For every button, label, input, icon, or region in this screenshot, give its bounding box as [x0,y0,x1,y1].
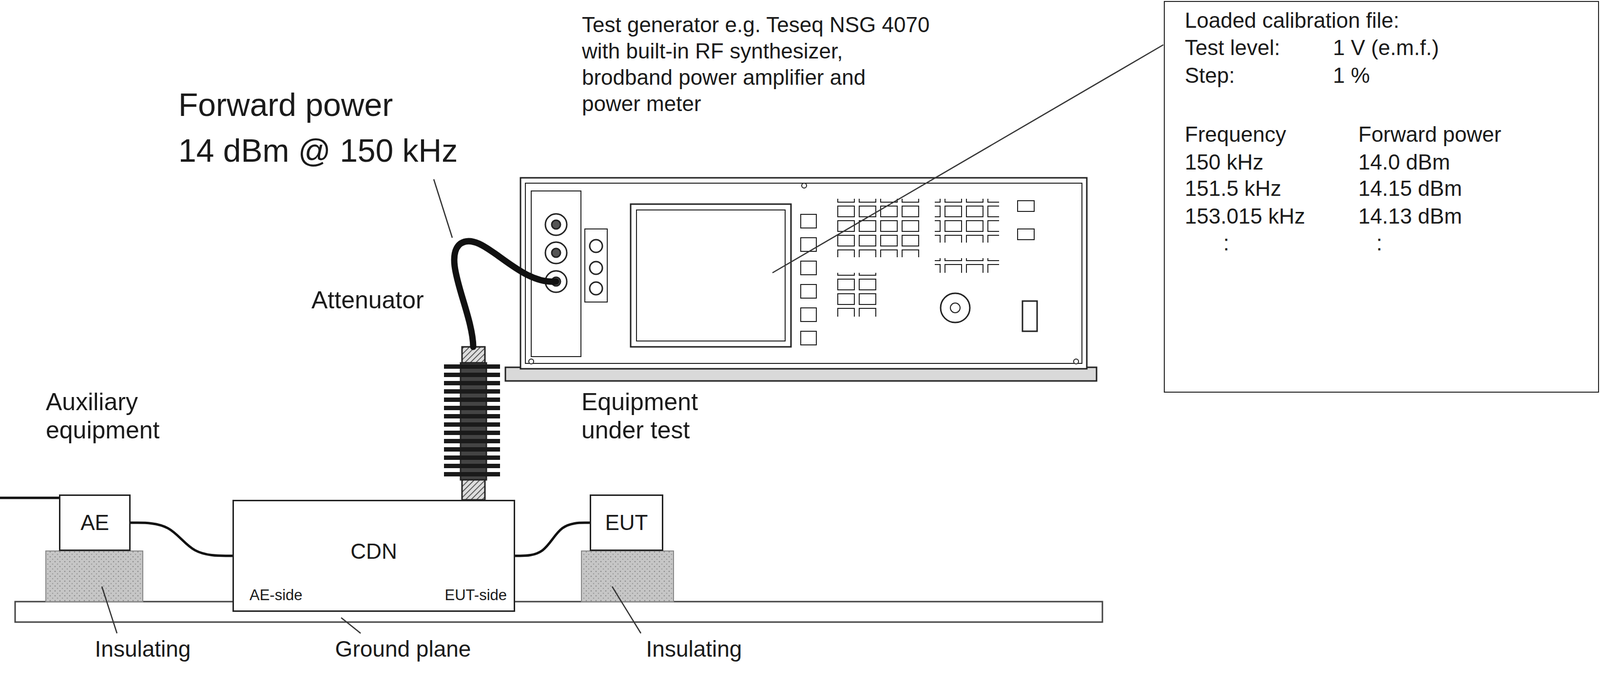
equipment-box: AE [58,494,131,552]
box-text: CDN [350,539,397,565]
box-text: Frequency [1184,122,1287,148]
side-key [1017,200,1035,212]
equipment-box: EUT [589,494,664,552]
generator-panel-inset [525,183,1082,364]
output-module [531,191,581,357]
leader-line [433,179,453,238]
box-text: 151.5 kHz [1184,176,1282,202]
insulating-block [581,551,674,602]
leader-line [612,586,641,634]
display-inset [636,210,786,342]
annotation-label: Test generator e.g. Teseq NSG 4070 [581,11,930,39]
control-keys [934,258,1000,273]
cdn-box: CDN AE-side EUT-side [232,500,516,613]
annotation-label: Insulating [646,636,743,663]
annotation-label: 14 dBm @ 150 kHz [178,132,458,170]
insulating-block [45,551,143,602]
rf-connector [545,213,567,236]
display-screen [630,204,791,347]
annotation-label: Insulating [95,636,192,663]
annotation-label: power meter [581,90,702,117]
box-text: : [1223,231,1230,256]
rf-cable [454,241,557,347]
box-text: EUT [605,510,649,536]
box-text: 14.15 dBm [1358,176,1463,202]
power-meter-input [589,239,603,253]
calibration-callout: Loaded calibration file:Test level: 1 V (… [1163,0,1600,393]
rf-connector [551,248,561,258]
attenuator-fins [443,363,501,481]
cable [515,522,590,557]
panel-screw [528,359,534,365]
attenuator-bottom-connector [462,480,485,501]
annotation-label: Ground plane [335,636,472,663]
annotation-label: Forward power [178,86,393,124]
box-text: 153.015 kHz [1184,204,1306,230]
power-meter-input [589,261,603,275]
annotation-label: Auxiliary equipment [45,387,178,445]
box-text: Step: [1184,63,1235,89]
power-meter-input [589,282,603,295]
cable [130,522,233,557]
box-text: 1 V (e.m.f.) [1332,35,1440,61]
ground-plane [15,601,1103,623]
generator-front-panel [520,177,1087,369]
power-switch [1022,301,1038,332]
box-text: Loaded calibration file: [1184,8,1400,34]
attenuator [443,346,501,501]
side-key [1017,229,1035,240]
control-keys [834,272,878,317]
power-meter-module [584,229,608,303]
box-text: EUT-side [444,586,507,605]
panel-screw [801,183,807,189]
annotation-label: with built-in RF synthesizer, [581,38,844,65]
rf-connector [545,242,567,264]
ae-mains-cable [0,497,59,500]
test-generator [505,177,1097,382]
box-text: Test level: [1184,35,1281,61]
rotary-knob [940,293,970,323]
annotation-label: Equipment under test [581,387,714,445]
numeric-keypad [834,198,921,258]
leader-line [101,586,117,634]
box-text: 14.0 dBm [1358,150,1450,175]
box-text: Forward power [1358,122,1502,148]
annotation-label: Attenuator [311,286,425,315]
box-text: AE [80,510,110,536]
leader-lines [101,44,1164,634]
soft-keys [797,206,817,347]
box-text: 14.13 dBm [1358,204,1463,230]
box-text: AE-side [249,586,303,605]
box-text: 1 % [1332,63,1370,89]
leader-line [341,617,361,634]
box-text: : [1376,231,1383,256]
annotation-label: brodband power amplifier and [581,64,866,91]
rf-connector [551,220,561,230]
rotary-knob-center [950,303,961,313]
function-keypad [934,198,1000,243]
box-text: 150 kHz [1184,150,1264,175]
panel-screw [1073,359,1079,365]
